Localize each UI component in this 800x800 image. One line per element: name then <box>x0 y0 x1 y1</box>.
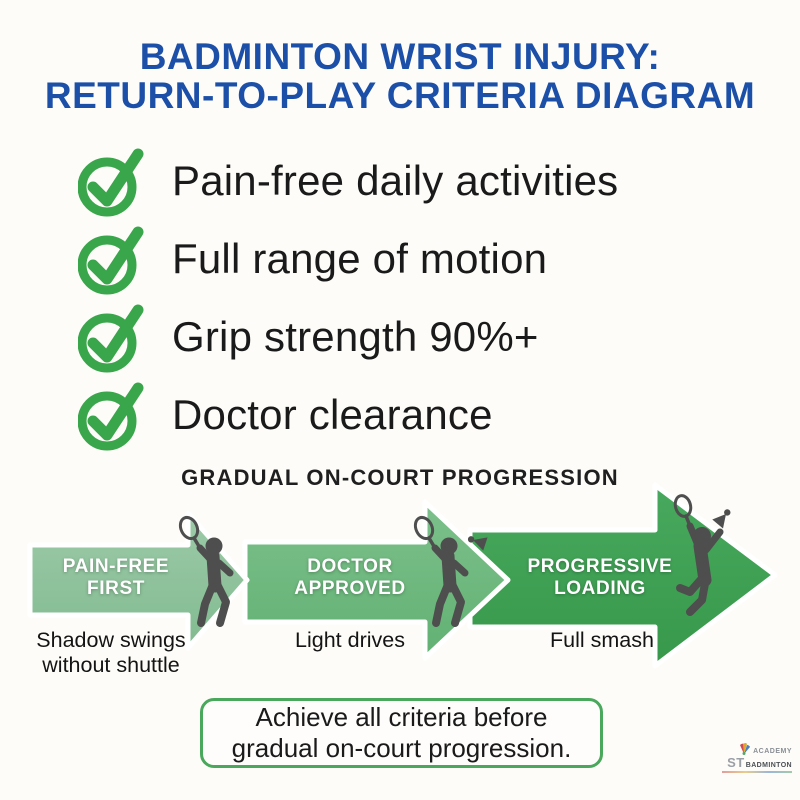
criteria-label: Grip strength 90%+ <box>172 313 539 360</box>
logo-divider <box>722 771 792 773</box>
progression-heading: GRADUAL ON-COURT PROGRESSION <box>181 465 619 490</box>
summary-note-box: Achieve all criteria before gradual on-c… <box>200 698 603 768</box>
criteria-checklist: Pain-free daily activities Full range of… <box>78 142 738 454</box>
list-item: Doctor clearance <box>78 376 738 454</box>
criteria-label: Doctor clearance <box>172 391 493 438</box>
shuttlecock-logo-icon <box>740 743 751 755</box>
shuttlecock-icon <box>712 509 731 529</box>
list-item: Grip strength 90%+ <box>78 298 738 376</box>
stage-label-progressive-loading: PROGRESSIVE LOADING <box>527 556 673 599</box>
arrow-stage-1 <box>27 510 250 651</box>
check-icon <box>78 382 144 451</box>
stage-label-pain-free-first: PAIN-FREE FIRST <box>62 556 170 599</box>
check-icon <box>78 304 144 373</box>
logo-badminton-text: BADMINTON <box>745 762 792 769</box>
stage-caption-shadow-swings: Shadow swings without shuttle <box>36 628 186 677</box>
player-smash-icon <box>673 494 731 616</box>
list-item: Full range of motion <box>78 220 738 298</box>
player-shadow-swing-icon <box>178 515 234 627</box>
list-item: Pain-free daily activities <box>78 142 738 220</box>
criteria-label: Pain-free daily activities <box>172 157 619 204</box>
check-icon <box>78 226 144 295</box>
criteria-label: Full range of motion <box>172 235 548 282</box>
logo-academy-text: ACADEMY <box>753 748 792 755</box>
stage-label-doctor-approved: DOCTOR APPROVED <box>294 556 406 599</box>
stage-caption-light-drives: Light drives <box>295 628 405 652</box>
progression-arrows <box>27 482 778 669</box>
check-icon <box>78 148 144 217</box>
summary-note-text: Achieve all criteria before gradual on-c… <box>231 702 572 763</box>
brand-logo: ACADEMY ST BADMINTON <box>722 742 792 773</box>
stage-caption-full-smash: Full smash <box>550 628 654 652</box>
page-title-line2: RETURN-TO-PLAY CRITERIA DIAGRAM <box>44 75 756 116</box>
logo-st-text: ST <box>727 755 745 770</box>
player-light-drive-icon <box>413 515 488 627</box>
page-title: BADMINTON WRIST INJURY: RETURN-TO-PLAY C… <box>0 37 800 115</box>
shuttlecock-icon <box>467 536 488 551</box>
page-title-line1: BADMINTON WRIST INJURY: <box>139 36 661 77</box>
